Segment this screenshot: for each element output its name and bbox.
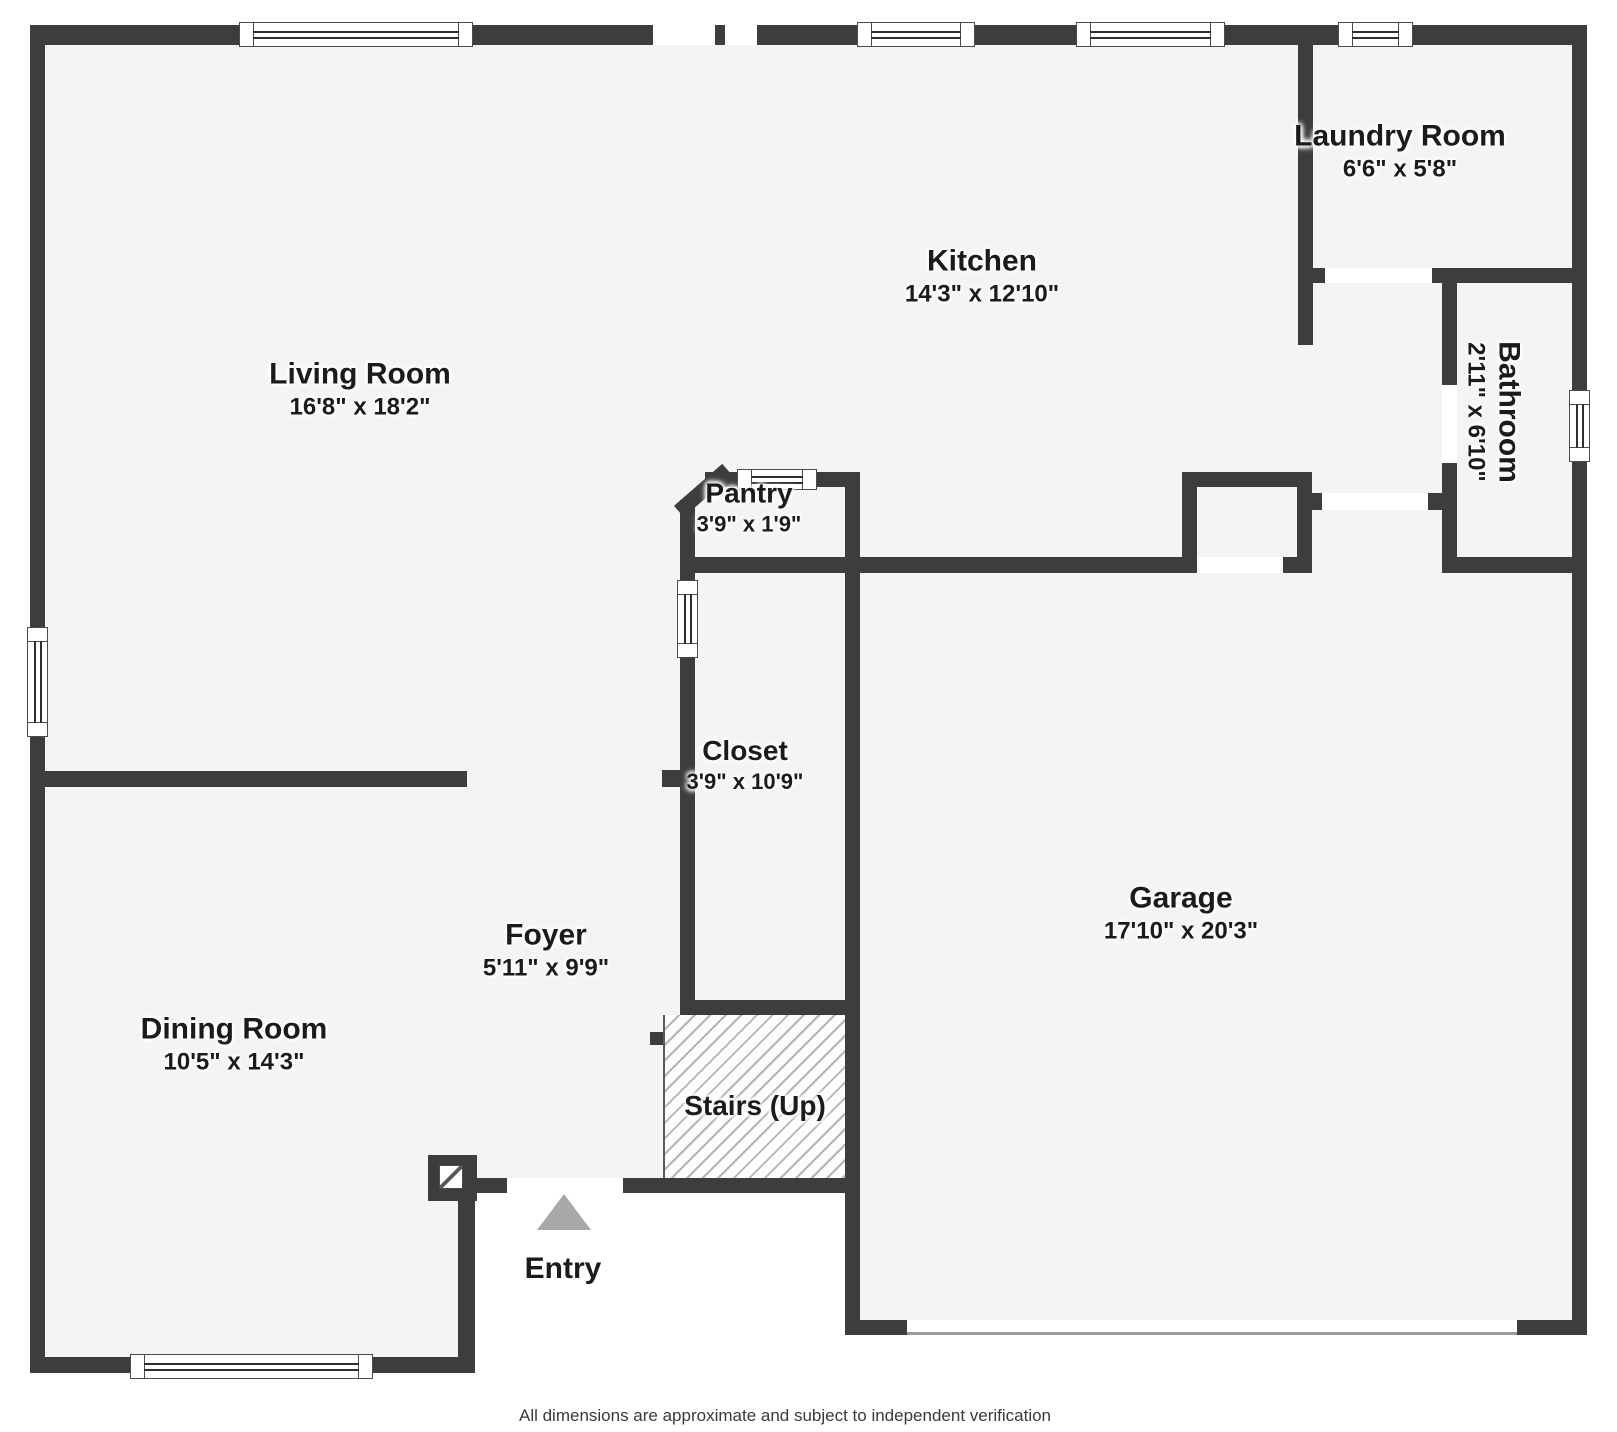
entry-door-opening [507, 1178, 623, 1193]
stairs-hatch [663, 1015, 845, 1178]
room-title: Closet [702, 735, 788, 766]
window-glass [253, 30, 459, 39]
window-glass [1090, 30, 1211, 39]
kitchen-window-1 [857, 22, 975, 47]
window-cap [858, 23, 872, 46]
wall-divider-tab [662, 770, 680, 787]
room-label-bathroom: Bathroom 2'11" x 6'10" [1461, 341, 1528, 483]
window-cap [28, 628, 47, 642]
floor-area-garage [845, 1193, 1587, 1335]
dining-room-window [130, 1354, 373, 1379]
wall-dining-right [458, 1201, 475, 1361]
room-label-stairs: Stairs (Up) [684, 1089, 826, 1123]
window-glass [871, 30, 961, 39]
window-cap [131, 1355, 145, 1378]
window-cap [1339, 23, 1353, 46]
wall-kitchen-bottom [680, 557, 1182, 573]
wall-utility-box-top [1182, 472, 1312, 487]
bathroom-window [1569, 390, 1590, 462]
room-dimensions: 3'9" x 1'9" [696, 511, 802, 537]
room-label-pantry: Pantry 3'9" x 1'9" [697, 477, 802, 538]
room-dimensions: 10'5" x 14'3" [163, 1048, 305, 1076]
wall-spine-garage-left [845, 472, 860, 1335]
opening-top-wall-b [725, 25, 757, 45]
porch-post-symbol [439, 1165, 463, 1189]
entry-direction-triangle [537, 1194, 591, 1230]
room-label-dining: Dining Room 10'5" x 14'3" [141, 1011, 328, 1078]
window-cap [738, 470, 752, 489]
opening-top-wall-a [653, 25, 715, 45]
window-cap [678, 581, 697, 595]
wall-closet-bottom [682, 1000, 845, 1015]
room-dimensions: 17'10" x 20'3" [1103, 917, 1259, 945]
wall-utility-box-bottom [1283, 557, 1312, 573]
laundry-door-opening [1325, 268, 1432, 283]
room-dimensions: 5'11" x 9'9" [482, 954, 610, 982]
room-label-garage: Garage 17'10" x 20'3" [1104, 880, 1258, 947]
window-glass [683, 594, 692, 644]
room-title: Kitchen [926, 244, 1038, 278]
closet-window [677, 580, 698, 658]
window-glass [751, 475, 803, 484]
window-cap [802, 470, 816, 489]
room-label-laundry: Laundry Room 6'6" x 5'8" [1294, 118, 1506, 185]
window-glass [33, 641, 42, 723]
living-room-side-window [27, 627, 48, 737]
floor-area-main [30, 25, 1587, 1193]
room-label-kitchen: Kitchen 14'3" x 12'10" [905, 243, 1059, 310]
window-glass [1352, 30, 1399, 39]
room-title: Garage [1129, 881, 1233, 915]
room-title: Foyer [505, 918, 587, 952]
window-cap [1570, 447, 1589, 461]
wall-exterior-right [1572, 25, 1587, 1335]
bathroom-door-opening [1442, 385, 1457, 463]
window-glass [1575, 404, 1584, 448]
window-cap [240, 23, 254, 46]
wall-living-dining-divider [30, 771, 467, 787]
window-glass [144, 1362, 359, 1371]
utility-box-opening [1197, 557, 1283, 573]
room-label-entry: Entry [525, 1252, 602, 1286]
room-title: Pantry [705, 477, 793, 509]
pantry-window [737, 469, 817, 490]
room-label-living: Living Room 16'8" x 18'2" [269, 356, 451, 423]
room-title: Bathroom [1492, 341, 1526, 483]
garage-door-opening [907, 1320, 1517, 1335]
window-cap [678, 643, 697, 657]
room-dimensions: 14'3" x 12'10" [904, 280, 1060, 308]
room-dimensions: 3'9" x 10'9" [686, 769, 804, 794]
window-cap [1077, 23, 1091, 46]
room-title: Living Room [269, 357, 451, 391]
window-cap [960, 23, 974, 46]
room-label-closet: Closet 3'9" x 10'9" [687, 734, 804, 796]
wall-utility-box-right [1297, 472, 1312, 573]
porch-post [428, 1155, 477, 1201]
laundry-window [1338, 22, 1413, 47]
kitchen-window-2 [1076, 22, 1225, 47]
room-dimensions: 2'11" x 6'10" [1462, 342, 1490, 482]
room-title: Dining Room [140, 1012, 328, 1046]
floor-area-dining [30, 1193, 475, 1373]
window-cap [358, 1355, 372, 1378]
room-title: Entry [524, 1252, 602, 1285]
room-label-foyer: Foyer 5'11" x 9'9" [483, 917, 609, 984]
window-cap [1210, 23, 1224, 46]
window-cap [458, 23, 472, 46]
window-cap [1398, 23, 1412, 46]
room-title: Laundry Room [1294, 119, 1506, 153]
footer-disclaimer: All dimensions are approximate and subje… [518, 1406, 1052, 1425]
room-dimensions: 6'6" x 5'8" [1342, 155, 1458, 183]
room-title: Stairs (Up) [684, 1090, 826, 1121]
wall-utility-box-left [1182, 472, 1197, 573]
wall-bathroom-bottom [1442, 557, 1587, 573]
living-room-window [239, 22, 473, 47]
window-cap [28, 722, 47, 736]
wall-laundry-left [1298, 25, 1313, 345]
garage-entry-door-opening [1322, 493, 1428, 510]
window-cap [1570, 391, 1589, 405]
room-dimensions: 16'8" x 18'2" [289, 393, 431, 421]
